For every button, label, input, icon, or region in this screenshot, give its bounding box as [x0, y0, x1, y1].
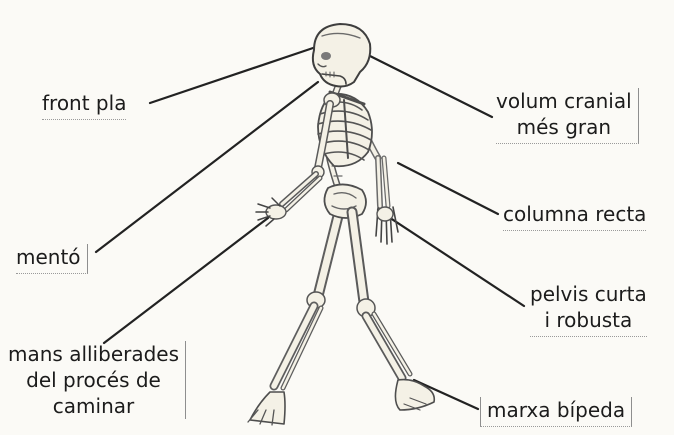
- front-leg: [352, 212, 434, 410]
- label-mento-line-1: mentó: [16, 244, 81, 270]
- label-columna-recta-line-1: columna recta: [503, 201, 646, 227]
- label-columna-recta: columna recta: [503, 201, 646, 231]
- skull: [313, 24, 370, 87]
- leader-line-volum: [370, 56, 492, 117]
- skeleton-figure: [248, 24, 434, 425]
- label-mento: mentó: [16, 244, 88, 274]
- back-leg: [248, 208, 340, 425]
- label-volum-cranial-line-2: més gran: [496, 114, 632, 140]
- label-mans-alliberades-line-2: del procés de: [8, 367, 179, 393]
- label-volum-cranial-line-1: volum cranial: [496, 88, 632, 114]
- leader-line-mans: [104, 218, 268, 343]
- label-front-pla: front pla: [42, 90, 126, 120]
- label-marxa-bipeda-line-1: marxa bípeda: [487, 397, 625, 423]
- leader-line-columna: [398, 163, 498, 214]
- label-mans-alliberades-line-3: caminar: [8, 393, 179, 419]
- label-marxa-bipeda: marxa bípeda: [480, 397, 632, 427]
- label-pelvis-line-1: pelvis curta: [530, 281, 647, 307]
- label-front-pla-line-1: front pla: [42, 90, 126, 116]
- leader-line-mento: [96, 82, 318, 252]
- label-volum-cranial: volum cranial més gran: [496, 88, 639, 144]
- label-mans-alliberades-line-1: mans alliberades: [8, 341, 179, 367]
- label-pelvis-line-2: i robusta: [530, 307, 647, 333]
- label-pelvis: pelvis curta i robusta: [530, 281, 647, 337]
- label-mans-alliberades: mans alliberades del procés de caminar: [8, 341, 186, 419]
- leader-line-front: [150, 47, 316, 103]
